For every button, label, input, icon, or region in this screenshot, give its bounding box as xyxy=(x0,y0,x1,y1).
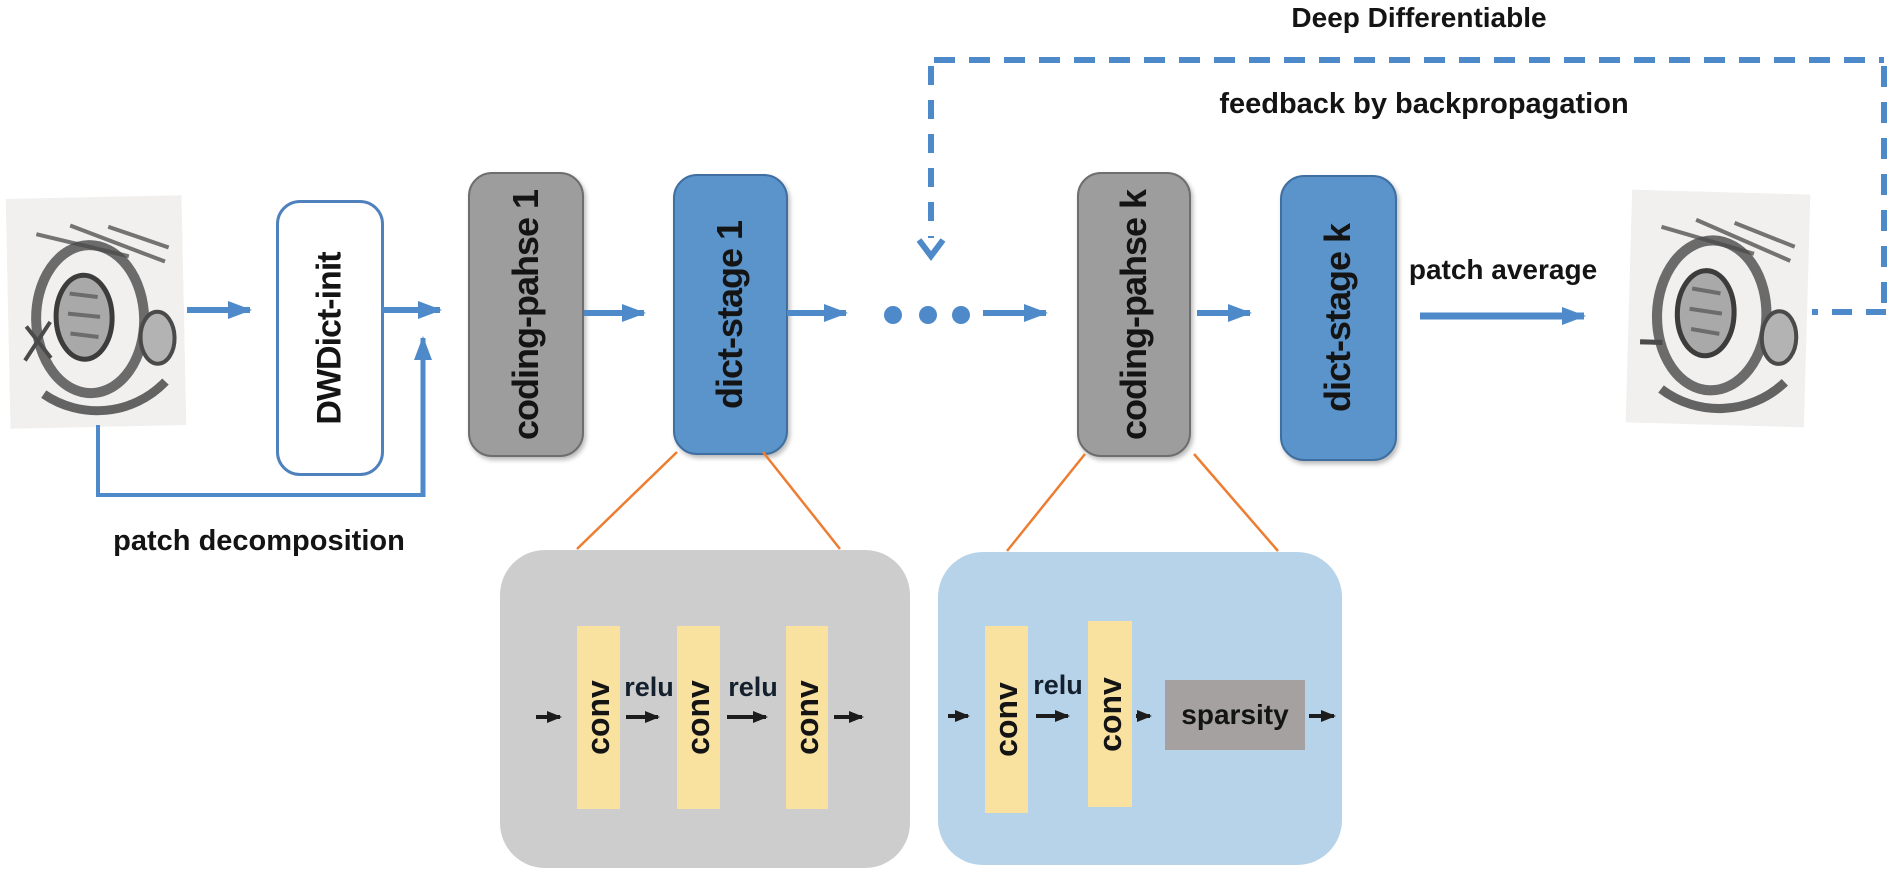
ellipsis-dot-2 xyxy=(919,306,937,324)
conv-layer-3: conv xyxy=(786,626,828,809)
dict-stage-k-label: dict-stage k xyxy=(1317,223,1359,413)
conv-layer-2-label: conv xyxy=(680,680,716,755)
patch-average-label: patch average xyxy=(1408,254,1598,285)
dict-stage-1-label: dict-stage 1 xyxy=(709,220,751,409)
dict-stage-1-box: dict-stage 1 xyxy=(673,174,788,455)
input-image xyxy=(5,195,187,429)
conv-layer-5: conv xyxy=(1088,621,1132,807)
conv-layer-5-label: conv xyxy=(1091,676,1128,752)
patch-decomposition-label: patch decomposition xyxy=(113,525,405,557)
sparsity-box: sparsity xyxy=(1165,680,1305,750)
sparsity-label: sparsity xyxy=(1181,699,1289,730)
coding-phase-1-label: coding-pahse 1 xyxy=(505,189,547,440)
expand-line-dict1-left xyxy=(576,451,678,550)
conv-layer-2: conv xyxy=(677,626,720,809)
conv-layer-4: conv xyxy=(985,626,1028,813)
feedback-title: Deep Differentiable xyxy=(1291,2,1547,33)
conv-layer-1-label: conv xyxy=(580,680,616,755)
conv-layer-1: conv xyxy=(577,626,620,809)
expand-line-codingk-left xyxy=(1006,453,1086,552)
ellipsis-dot-3 xyxy=(952,306,970,324)
coding-phase-k-label: coding-pahse k xyxy=(1113,189,1155,440)
feedback-subtitle: feedback by backpropagation xyxy=(1219,88,1629,120)
output-image xyxy=(1625,189,1811,428)
expand-line-dict1-right xyxy=(762,451,841,550)
ellipsis-dot-1 xyxy=(884,306,902,324)
feedback-arrowhead-chevron xyxy=(916,238,946,261)
dict-stage-k-box: dict-stage k xyxy=(1280,175,1397,461)
expand-line-codingk-right xyxy=(1193,453,1279,552)
coding-phase-1-box: coding-pahse 1 xyxy=(468,172,584,457)
conv-layer-3-label: conv xyxy=(788,680,825,755)
conv-layer-4-label: conv xyxy=(988,682,1024,757)
dwdict-init-label: DWDict-init xyxy=(310,251,349,425)
relu-label-1: relu xyxy=(624,672,674,702)
coding-phase-k-box: coding-pahse k xyxy=(1077,172,1191,457)
dwdict-init-box: DWDict-init xyxy=(276,200,384,476)
relu-label-3: relu xyxy=(1033,670,1083,700)
relu-label-2: relu xyxy=(728,672,778,702)
